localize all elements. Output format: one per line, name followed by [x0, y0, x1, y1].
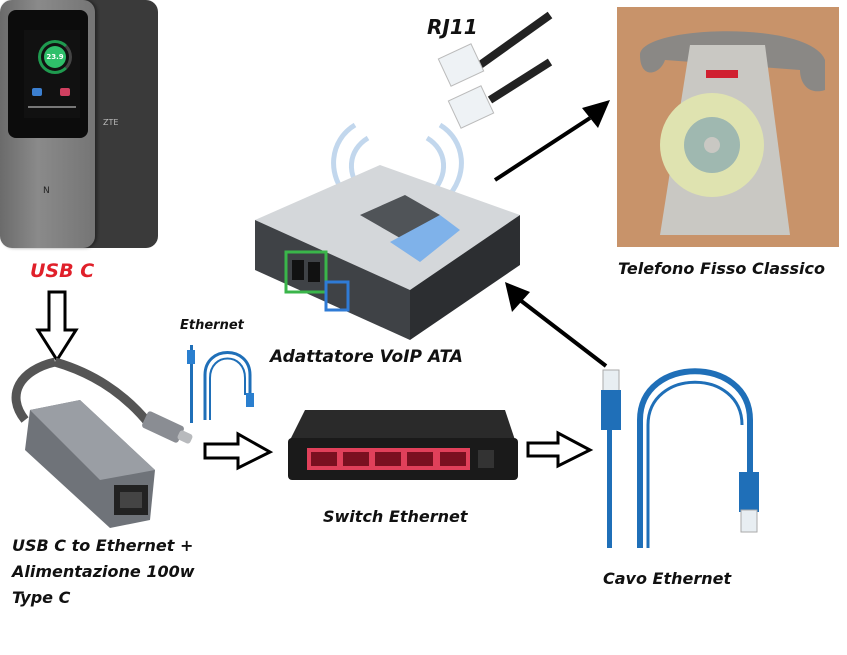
data-gauge-value: 23.9 [44, 46, 66, 68]
adapter-label-line3: Type C [12, 588, 71, 607]
small-ethernet-cable-image [187, 345, 254, 423]
adapter-label-line2: Alimentazione 100w [12, 562, 195, 581]
rj11-label: RJ11 [427, 15, 478, 39]
arrow-right-icon [526, 430, 594, 469]
router-screen: 23.9 [8, 10, 88, 138]
ethernet-small-label: Ethernet [180, 318, 244, 333]
arrow-up-left-icon [505, 282, 608, 368]
arrow-right-icon [203, 431, 274, 471]
usage-text-line [28, 106, 76, 108]
settings-icon [60, 88, 70, 96]
router-brand: ZTE [103, 118, 119, 127]
usb-c-label: USB C [30, 260, 95, 282]
wifi-icon [32, 88, 42, 96]
zte-router-image: 23.9 N ZTE [0, 0, 158, 250]
router-front-panel: 23.9 N [0, 0, 95, 248]
data-gauge-icon: 23.9 [38, 40, 72, 74]
usb-c-ethernet-adapter-image [11, 357, 193, 528]
cable-label: Cavo Ethernet [603, 569, 732, 588]
classic-phone-image [617, 7, 839, 247]
ethernet-cable-image [601, 368, 759, 548]
switch-label: Switch Ethernet [323, 507, 468, 526]
rj11-cable-image [437, 11, 553, 129]
phone-label: Telefono Fisso Classico [618, 259, 825, 278]
voip-ata-image [255, 122, 520, 340]
router-display: 23.9 [24, 30, 80, 118]
ata-label: Adattatore VoIP ATA [270, 347, 463, 367]
nfc-icon: N [43, 186, 50, 196]
arrow-down-icon [35, 290, 79, 363]
adapter-label-line1: USB C to Ethernet + [12, 536, 194, 555]
arrow-up-right-icon [493, 100, 610, 182]
ethernet-switch-image [288, 410, 518, 480]
